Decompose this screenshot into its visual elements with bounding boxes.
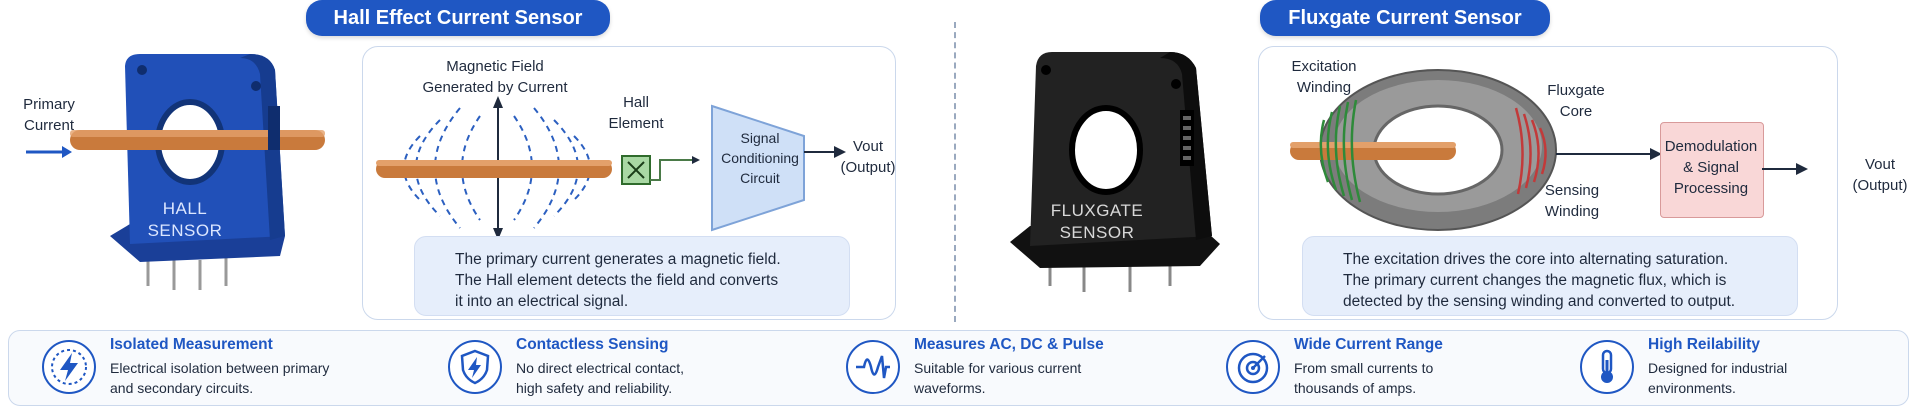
fluxgate-description-box: The excitation drives the core into alte…: [1302, 236, 1798, 316]
fluxgate-sensor-device: [1010, 52, 1220, 292]
fluxgate-core-diagram: [1290, 69, 1662, 231]
fluxgate-output-arrow-icon: [1762, 163, 1808, 175]
demodulation-block: [1660, 122, 1764, 218]
excitation-winding-label: Excitation Winding: [1291, 58, 1357, 96]
primary-current-label: Primary Current: [23, 96, 75, 134]
section-divider: [954, 22, 956, 322]
demodulation-label: Demodulation & Signal Processing: [1664, 138, 1758, 197]
hall-sensor-device: [70, 54, 325, 290]
hall-description-box: The primary current generates a magnetic…: [414, 236, 850, 316]
hall-sensor-title: Hall Effect Current Sensor: [306, 0, 610, 36]
waveform-icon: [846, 340, 900, 394]
primary-current-arrow-icon: [26, 146, 72, 158]
thermometer-icon: [1580, 340, 1634, 394]
shield-lightning-icon: [448, 340, 502, 394]
fluxgate-vout-label: Vout (Output): [1852, 156, 1908, 194]
magnetic-field-label: Magnetic Field Generated by Current: [422, 58, 568, 96]
sensing-winding-label: Sensing Winding: [1544, 182, 1600, 220]
fluxgate-core-label: Fluxgate Core: [1547, 82, 1605, 120]
hall-element-label: Hall Element: [608, 94, 664, 132]
hall-vout-label: Vout (Output): [840, 138, 896, 176]
hall-sensor-label: HALL SENSOR: [147, 199, 223, 240]
fluxgate-sensor-title: Fluxgate Current Sensor: [1260, 0, 1550, 36]
signal-conditioning-label: Signal Conditioning Circuit: [721, 130, 799, 186]
hall-field-diagram: [376, 96, 846, 236]
fluxgate-sensor-label: FLUXGATE SENSOR: [1050, 201, 1144, 242]
lightning-icon: [42, 340, 96, 394]
gauge-icon: [1226, 340, 1280, 394]
